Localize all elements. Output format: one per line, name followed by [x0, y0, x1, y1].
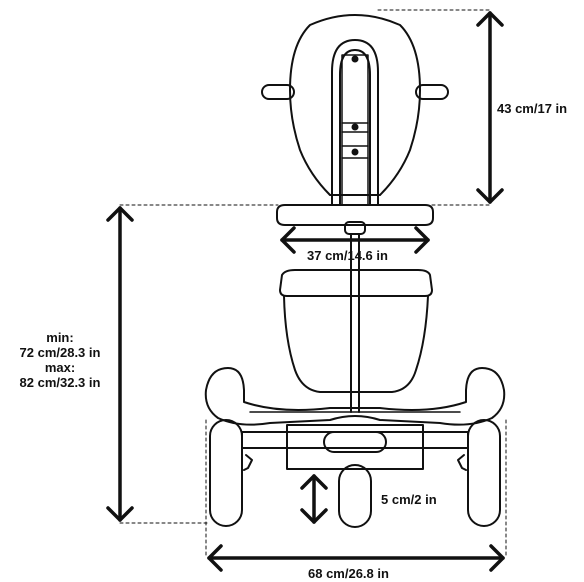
left-armrest	[261, 84, 295, 100]
scooter-base	[204, 367, 506, 471]
front-basket	[279, 269, 433, 393]
seat-height-arrow	[106, 206, 134, 522]
backrest-height-arrow	[476, 11, 504, 204]
seat-width-label: 37 cm/14.6 in	[307, 248, 388, 263]
backrest	[289, 14, 421, 206]
seat-height-max-label: max:	[44, 360, 76, 375]
ground-clearance-label: 5 cm/2 in	[381, 492, 437, 507]
seat-height-max-value: 82 cm/32.3 in	[19, 375, 101, 390]
seat-width-arrow	[280, 226, 430, 254]
overall-width-label: 68 cm/26.8 in	[308, 566, 389, 581]
seat-height-label-group: min: 72 cm/28.3 in max: 82 cm/32.3 in	[4, 330, 116, 390]
ground-clearance-arrow	[300, 474, 328, 524]
backrest-height-label: 43 cm/17 in	[497, 101, 568, 116]
overall-width-arrow	[207, 544, 505, 572]
front-wheel	[338, 464, 372, 528]
seat	[276, 204, 434, 226]
seat-height-min-value: 72 cm/28.3 in	[19, 345, 101, 360]
dimension-guides	[119, 9, 507, 559]
rear-right-wheel	[467, 419, 501, 527]
right-armrest	[415, 84, 449, 100]
rear-left-wheel	[209, 419, 243, 527]
seat-height-min-label: min:	[46, 330, 74, 345]
seat-post	[344, 221, 366, 413]
